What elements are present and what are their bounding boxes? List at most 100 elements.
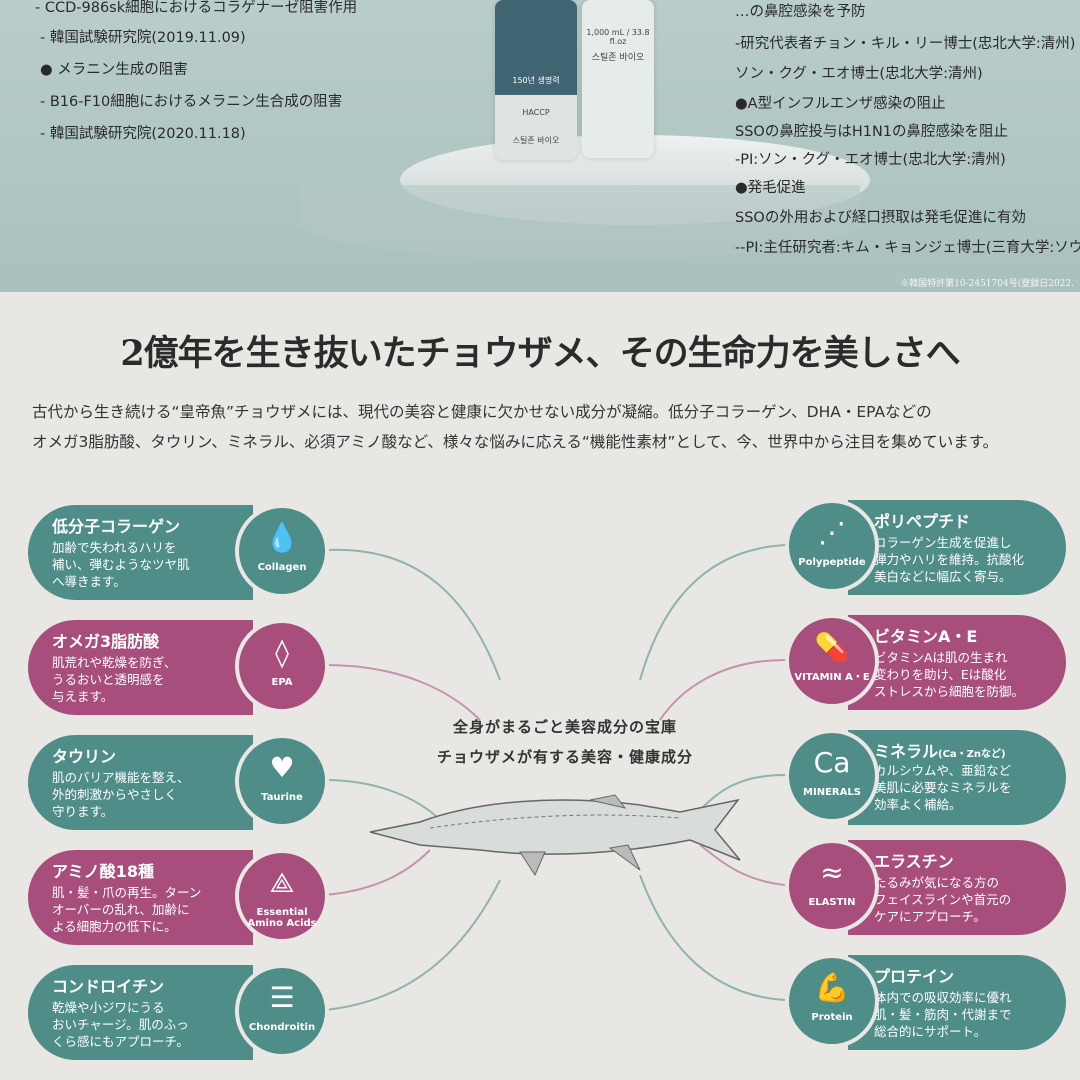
ingredient-desc: くら感にもアプローチ。 <box>52 1034 189 1049</box>
ingredient-desc: 総合的にサポート。 <box>874 1024 987 1039</box>
ingredient-card-chondroitin: コンドロイチン乾燥や小ジワにうるおいチャージ。肌のふっくら感にもアプローチ。 <box>28 965 253 1060</box>
ingredient-desc: 体内での吸収効率に優れ <box>874 990 1012 1005</box>
ingredient-title: オメガ3脂肪酸 <box>52 632 160 651</box>
ingredient-label: Protein <box>811 1012 853 1023</box>
ingredient-badge: 💊 VITAMIN A・E <box>785 614 879 708</box>
capsule-icon: 💊 <box>814 631 850 664</box>
center-title-1: 全身がまるごと美容成分の宝庫 <box>452 718 677 736</box>
ingredient-desc: フェイスラインや首元の <box>874 892 1012 907</box>
ingredient-card-elastin: エラスチンたるみが気になる方のフェイスラインや首元のケアにアプローチ。 <box>848 840 1066 935</box>
ingredient-desc: 弾力やハリを維持。抗酸化 <box>874 552 1025 567</box>
muscle-arm-icon: 💪 <box>814 971 850 1004</box>
ingredient-desc: 外的刺激からやさしく <box>52 787 178 802</box>
ingredient-title: プロテイン <box>874 967 955 986</box>
ingredient-card-essential-amino-acids: アミノ酸18種肌・髪・爪の再生。ターンオーバーの乱れ、加齢による細胞力の低下に。 <box>28 850 253 945</box>
ingredient-desc: おいチャージ。肌のふっ <box>52 1017 189 1032</box>
ingredient-desc: 肌・髪・筋肉・代謝まで <box>874 1007 1012 1022</box>
ingredient-card-protein: プロテイン体内での吸収効率に優れ肌・髪・筋肉・代謝まで総合的にサポート。 <box>848 955 1066 1050</box>
product-box: 150년 생명력 HACCP 스틸존 바이오 <box>495 0 577 160</box>
ingredient-label: Chondroitin <box>248 1022 316 1033</box>
ingredient-title: ミネラル <box>874 742 939 761</box>
ingredient-label: Polypeptide <box>798 557 866 568</box>
intro-line-1: 古代から生き続ける“皇帝魚”チョウザメには、現代の美容と健康に欠かせない成分が凝… <box>32 403 932 421</box>
ingredient-desc: へ導きます。 <box>52 574 126 589</box>
ingredient-desc: ストレスから細胞を防御。 <box>874 684 1025 699</box>
product-brand: 스틸존 바이오 <box>512 136 560 145</box>
ingredient-badge: ≈ ELASTIN <box>785 839 879 933</box>
drop-outline-icon: ◊ <box>275 636 289 669</box>
ingredient-badge: ⟁Essential Amino Acids <box>235 849 329 943</box>
ingredient-card-epa: オメガ3脂肪酸肌荒れや乾燥を防ぎ、うるおいと透明感を与えます。 <box>28 620 253 715</box>
ingredient-title: 低分子コラーゲン <box>52 517 181 536</box>
research-text-right: …の鼻腔感染を予防 <box>735 4 866 20</box>
ca-zn-icon: Ca <box>813 746 851 779</box>
wave-circle-icon: ≈ <box>820 856 844 889</box>
ingredient-desc: ケアにアプローチ。 <box>874 909 986 924</box>
ingredient-card-minerals: ミネラル(Ca・Znなど) カルシウムや、亜鉛など美肌に必要なミネラルを効率よく補… <box>848 730 1066 825</box>
product-volume: 1,000 mL / 33.8 fl.oz <box>586 28 650 46</box>
research-text-right: SSOの鼻腔投与はH1N1の鼻腔感染を阻止 <box>735 124 1009 140</box>
ingredient-desc: ビタミンAは肌の生まれ <box>874 650 1008 665</box>
ingredient-desc: カルシウムや、亜鉛など <box>874 763 1012 778</box>
ingredient-title: ビタミンA・E <box>874 627 978 646</box>
spine-icon: ☰ <box>269 981 295 1014</box>
ingredient-desc: 肌・髪・爪の再生。ターン <box>52 885 202 900</box>
ingredient-desc: 美白などに幅広く寄与。 <box>874 569 1012 584</box>
research-text-right: -研究代表者チョン・キル・リー博士(忠北大学:清州) <box>735 36 1076 52</box>
ingredient-card-taurine: タウリン肌のバリア機能を整え、外的刺激からやさしく守ります。 <box>28 735 253 830</box>
ingredient-desc: 乾燥や小ジワにうる <box>52 1000 165 1015</box>
ingredient-title: ポリペプチド <box>874 512 971 531</box>
research-text-left: ● メラニン生成の阻害 <box>40 62 188 78</box>
ingredient-title: コンドロイチン <box>52 977 165 996</box>
research-text-right: ソン・クグ・エオ博士(忠北大学:清州) <box>735 66 983 82</box>
ingredient-title: エラスチン <box>874 852 954 871</box>
product-brand: 스틸존 바이오 <box>591 53 645 63</box>
research-text-left: - CCD-986sk細胞におけるコラゲナーゼ阻害作用 <box>35 0 358 16</box>
ingredient-desc: 加齢で失われるハリを <box>52 540 177 555</box>
pedestal-shadow <box>300 185 860 260</box>
ingredient-desc: たるみが気になる方の <box>874 875 1000 890</box>
ingredient-desc: 効率よく補給。 <box>874 797 962 812</box>
ingredient-note: (Ca・Znなど) <box>938 749 1006 760</box>
research-text-right: ●A型インフルエンザ感染の阻止 <box>735 96 946 112</box>
ingredient-desc: 守ります。 <box>52 804 114 819</box>
ingredient-label: MINERALS <box>803 787 861 798</box>
ingredient-card-vitamin-a-e: ビタミンA・E ビタミンAは肌の生まれ変わりを助け、Eは酸化ストレスから細胞を防御… <box>848 615 1066 710</box>
ingredient-desc: 変わりを助け、Eは酸化 <box>874 667 1007 682</box>
molecule-triangle-icon: ⟁ <box>269 866 295 899</box>
ingredient-badge: ◊ EPA <box>235 619 329 713</box>
drop-sparkle-icon: 💧 <box>264 521 300 554</box>
research-text-right: SSOの外用および経口摂取は発毛促進に有効 <box>735 210 1026 226</box>
ingredient-desc: 美肌に必要なミネラルを <box>874 780 1012 795</box>
product-bottle: 1,000 mL / 33.8 fl.oz 스틸존 바이오 <box>582 0 654 158</box>
ingredient-desc: コラーゲン生成を促進し <box>874 535 1012 550</box>
share-nodes-icon: ⋰ <box>818 516 846 549</box>
ingredient-badge: 💧 Collagen <box>235 504 329 598</box>
research-text-left: - 韓国試験研究院(2019.11.09) <box>40 30 246 46</box>
research-text-right: -PI:ソン・クグ・エオ博士(忠北大学:清州) <box>735 152 1006 168</box>
ingredient-card-collagen: 低分子コラーゲン加齢で失われるハリを補い、弾むようなツヤ肌へ導きます。 <box>28 505 253 600</box>
ingredient-badge: ♥ Taurine <box>235 734 329 828</box>
patent-note: ※韓国特許第10-2451704号(登録日2022. <box>900 279 1074 289</box>
ingredient-label: VITAMIN A・E <box>794 672 870 683</box>
ingredient-label: Taurine <box>261 792 303 803</box>
product-label: 150년 생명력 <box>512 76 560 85</box>
ingredient-desc: 肌荒れや乾燥を防ぎ、 <box>52 655 177 670</box>
ingredient-label: EPA <box>271 677 293 688</box>
ingredient-label: Collagen <box>257 562 307 573</box>
ingredient-label: ELASTIN <box>808 897 856 908</box>
ingredient-desc: 補い、弾むようなツヤ肌 <box>52 557 190 572</box>
heart-plus-icon: ♥ <box>269 751 295 784</box>
center-title-2: チョウザメが有する美容・健康成分 <box>436 748 693 766</box>
ingredient-desc: うるおいと透明感を <box>52 672 165 687</box>
ingredient-desc: 肌のバリア機能を整え、 <box>52 770 190 785</box>
research-text-right: --PI:主任研究者:キム・キョンジェ博士(三育大学:ソウル) <box>735 240 1080 256</box>
sturgeon-illustration <box>369 794 741 877</box>
research-text-left: - 韓国試験研究院(2020.11.18) <box>40 126 246 142</box>
research-text-left: - B16-F10細胞におけるメラニン生合成の阻害 <box>40 94 343 110</box>
research-text-right: ●発毛促進 <box>735 180 806 196</box>
haccp-mark: HACCP <box>522 108 550 117</box>
ingredient-badge: 💪 Protein <box>785 954 879 1048</box>
headline: 2億年を生き抜いたチョウザメ、その生命力を美しさへ <box>120 333 960 374</box>
